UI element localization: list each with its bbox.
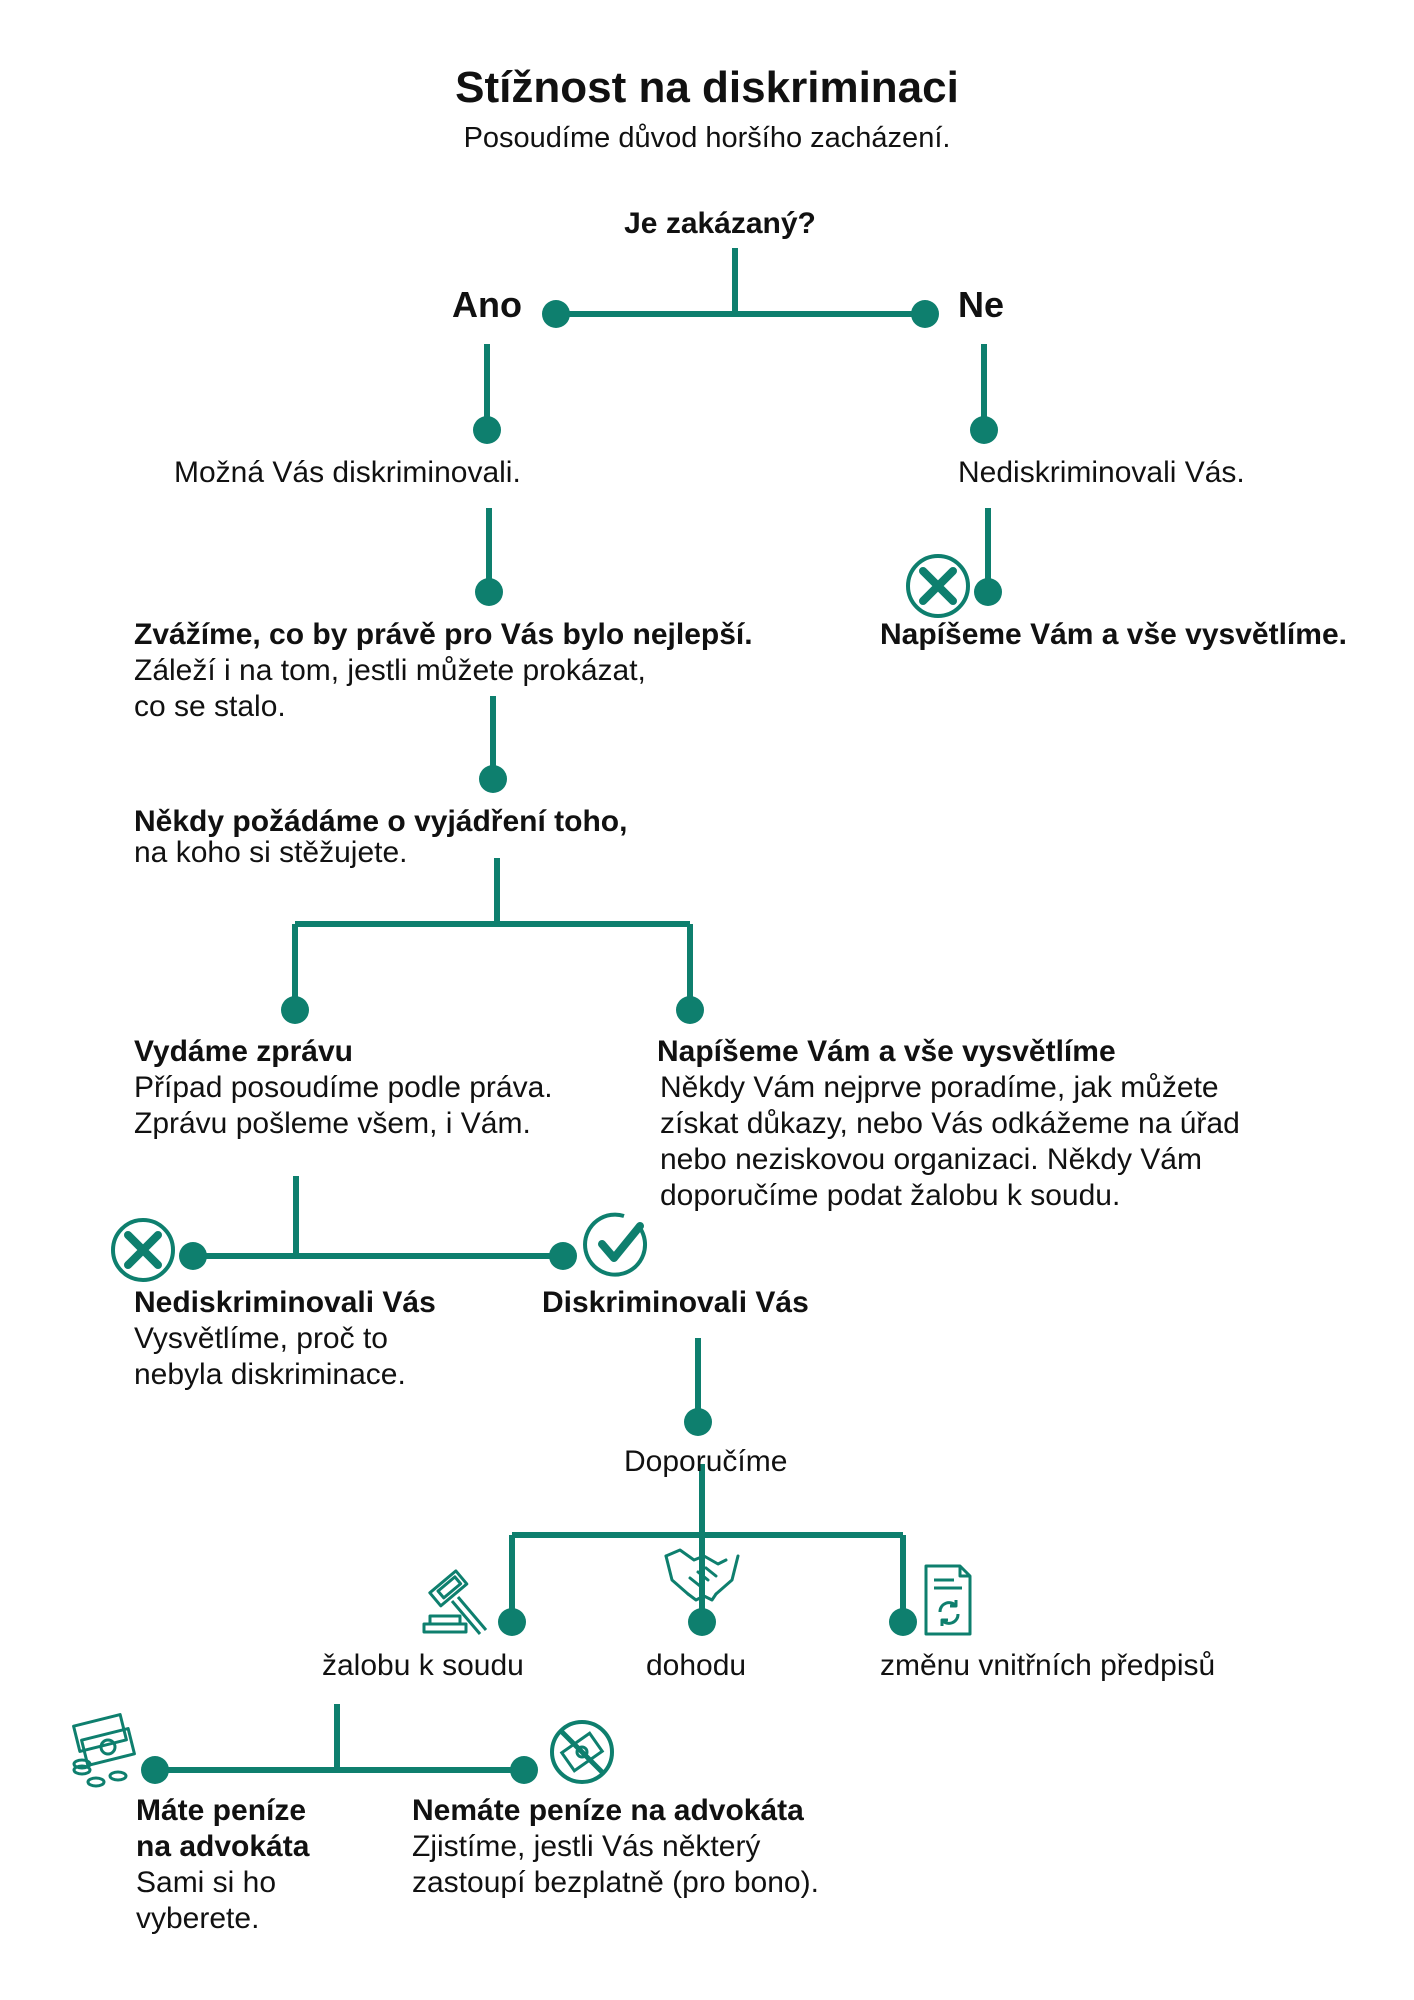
not-discriminated-text-2: nebyla diskriminace.	[134, 1358, 406, 1391]
explain-text-4: doporučíme podat žalobu k soudu.	[660, 1179, 1121, 1212]
possible-discrimination-text: Možná Vás diskriminovali.	[174, 456, 521, 489]
consider-title: Zvážíme, co by právě pro Vás bylo nejlep…	[134, 618, 753, 651]
no-final-text: Napíšeme Vám a vše vysvětlíme.	[880, 618, 1347, 651]
handshake-icon	[664, 1548, 740, 1602]
money-text-1: Sami si ho	[136, 1866, 277, 1899]
page-title: Stížnost na diskriminaci	[455, 63, 959, 112]
report-text-2: Zprávu pošleme všem, i Vám.	[134, 1107, 531, 1140]
option-rules-change-label: změnu vnitřních předpisů	[880, 1649, 1216, 1682]
request-text-1: na koho si stěžujete.	[134, 836, 408, 869]
money-text-2: vyberete.	[136, 1902, 260, 1935]
discriminated-title: Diskriminovali Vás	[542, 1286, 809, 1319]
money-title-2: na advokáta	[136, 1830, 310, 1863]
money-title-1: Máte peníze	[136, 1794, 307, 1827]
report-title: Vydáme zprávu	[134, 1035, 353, 1068]
consider-text-2: co se stalo.	[134, 690, 286, 723]
option-lawsuit-label: žalobu k soudu	[322, 1649, 524, 1682]
branch-yes-label: Ano	[452, 284, 522, 325]
not-discriminated-title: Nediskriminovali Vás	[134, 1286, 436, 1319]
no-money-title: Nemáte peníze na advokáta	[412, 1794, 804, 1827]
branch-no-label: Ne	[958, 284, 1005, 325]
document-refresh-icon	[924, 1564, 972, 1636]
report-text-1: Případ posoudíme podle práva.	[134, 1071, 553, 1104]
money-icon	[72, 1713, 136, 1788]
not-discriminated-text-1: Vysvětlíme, proč to	[134, 1322, 388, 1355]
not-discriminated-text: Nediskriminovali Vás.	[958, 456, 1245, 489]
page-subtitle: Posoudíme důvod horšího zacházení.	[463, 122, 951, 154]
cross-circle-icon	[111, 1218, 175, 1282]
recommend-label: Doporučíme	[624, 1445, 788, 1478]
explain-text-1: Někdy Vám nejprve poradíme, jak můžete	[660, 1071, 1219, 1104]
gavel-icon	[422, 1569, 488, 1635]
no-money-icon	[550, 1720, 614, 1784]
consider-text-1: Záleží i na tom, jestli můžete prokázat,	[134, 654, 646, 687]
no-money-text-2: zastoupí bezplatně (pro bono).	[412, 1866, 819, 1899]
check-circle-icon	[583, 1212, 648, 1277]
question-label: Je zakázaný?	[624, 207, 816, 240]
explain-text-3: nebo neziskovou organizaci. Někdy Vám	[660, 1143, 1202, 1176]
cross-circle-icon	[906, 554, 970, 618]
explain-text-2: získat důkazy, nebo Vás odkážeme na úřad	[660, 1107, 1240, 1140]
no-money-text-1: Zjistíme, jestli Vás některý	[412, 1830, 761, 1863]
option-agreement-label: dohodu	[646, 1649, 747, 1682]
explain-title: Napíšeme Vám a vše vysvětlíme	[657, 1035, 1116, 1068]
request-title: Někdy požádáme o vyjádření toho,	[134, 805, 628, 838]
